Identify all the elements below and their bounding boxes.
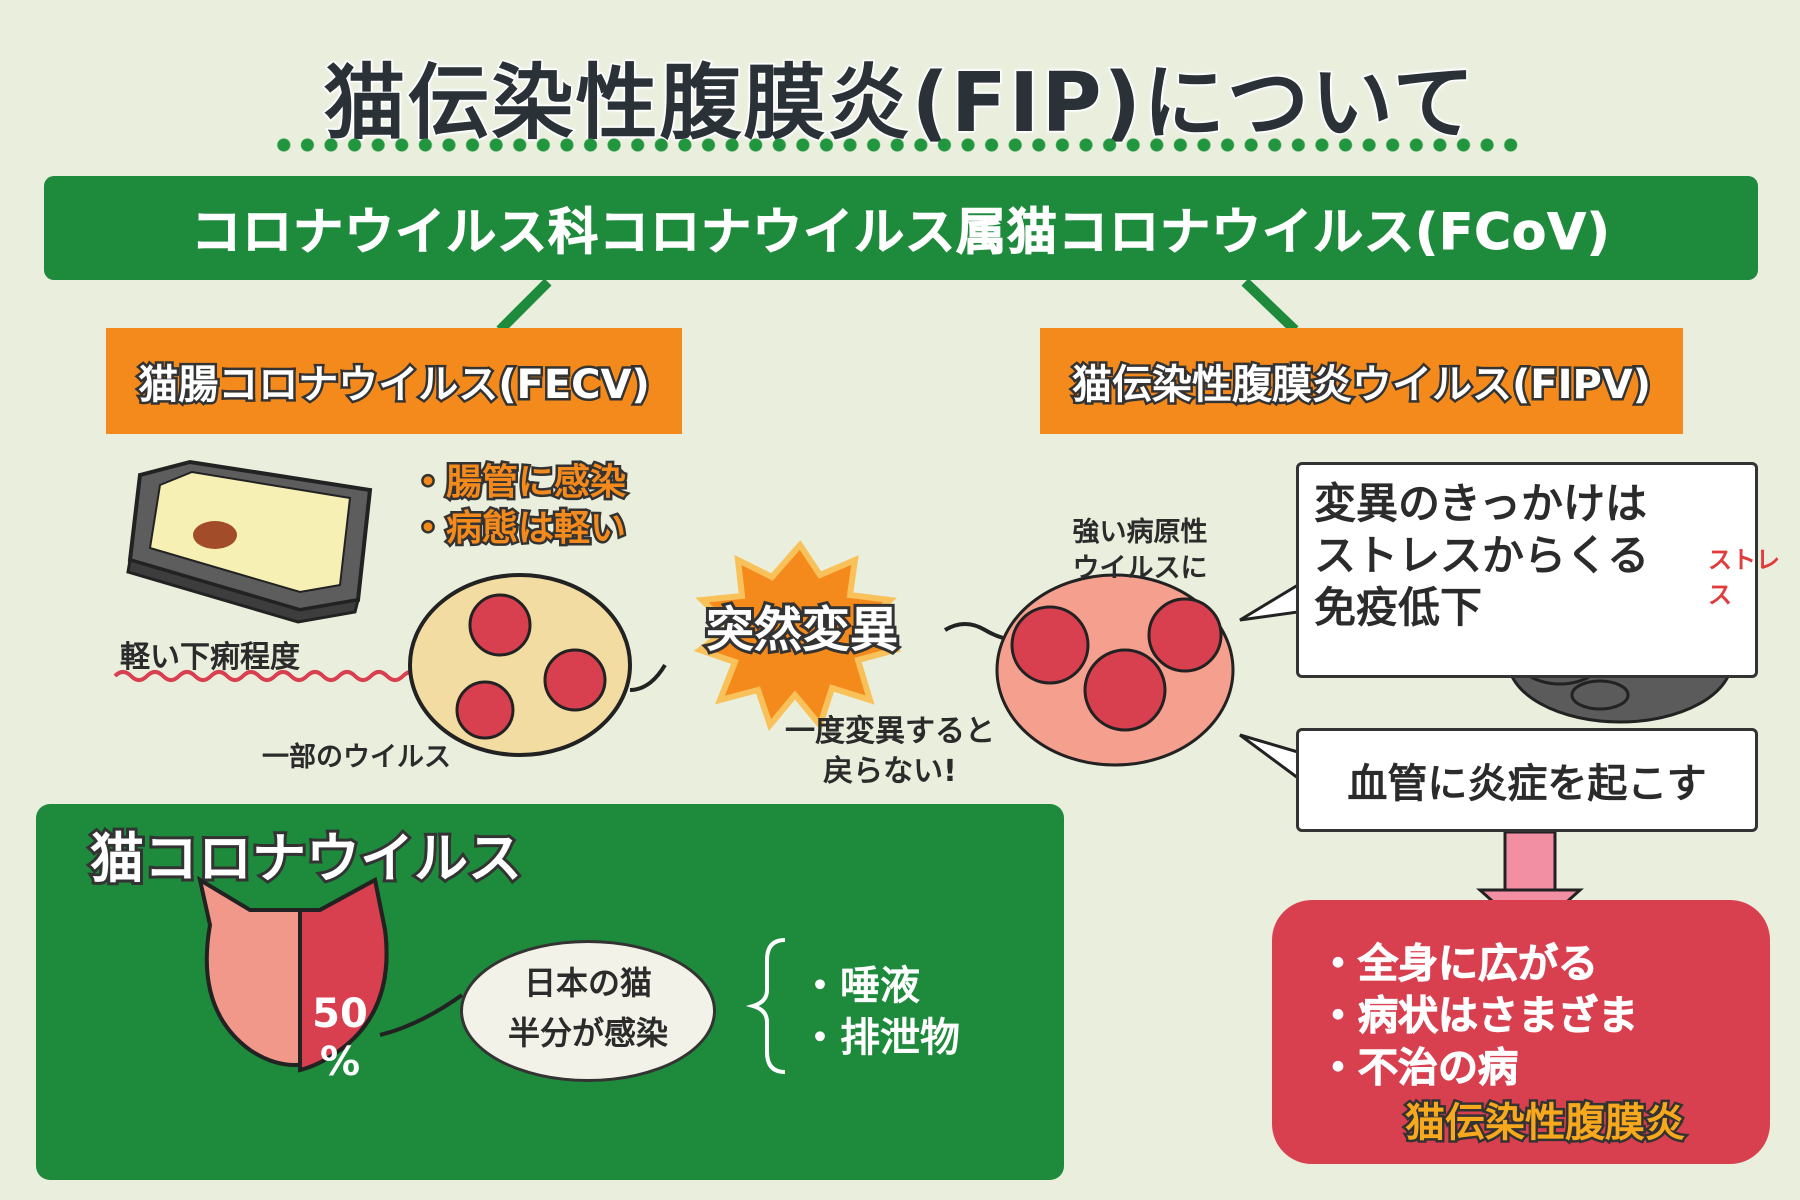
- fip-effect-item: ・全身に広がる: [1318, 941, 1599, 988]
- virus-group-icon: [408, 573, 632, 757]
- wavy-underline: [113, 670, 453, 682]
- fip-effect-item: ・病状はさまざま: [1318, 993, 1639, 1040]
- fecv-notes: ・腸管に感染 ・病態は軽い: [407, 460, 628, 552]
- cat-corona-title: 猫コロナウイルス: [87, 824, 525, 893]
- trigger-text: 変異のきっかけは ストレスからくる 免疫低下: [1314, 478, 1649, 634]
- curly-brace-icon: [745, 938, 786, 1074]
- strong-pathogen-label: 強い病原性 ウイルスに: [1020, 515, 1260, 587]
- cat-head-icon: [197, 875, 389, 1073]
- irreversible-line: 一度変異すると: [785, 714, 995, 749]
- strong-line: ウイルスに: [1072, 553, 1208, 584]
- percent-sign: %: [319, 1039, 361, 1085]
- japan-line: 日本の猫: [523, 964, 652, 1002]
- fecv-note-item: ・病態は軽い: [407, 506, 628, 552]
- fip-effects-list: ・全身に広がる ・病状はさまざま ・不治の病: [1318, 938, 1639, 1094]
- irreversible-label: 一度変異すると 戻らない!: [760, 712, 1020, 792]
- connector-cat-to-japan: [379, 993, 464, 1037]
- mutation-label: 突然変異: [703, 599, 901, 661]
- litter-box-icon: [126, 459, 373, 624]
- irreversible-line: 戻らない!: [823, 754, 957, 789]
- fip-effects-box: [1272, 900, 1770, 1164]
- japan-cats-text: 日本の猫 半分が感染: [460, 958, 716, 1058]
- fipv-virus-icon: [995, 573, 1235, 767]
- trigger-line: ストレスからくる: [1314, 531, 1650, 580]
- trigger-line: 変異のきっかけは: [1314, 479, 1648, 528]
- strong-line: 強い病原性: [1072, 517, 1208, 548]
- vessel-text: 血管に炎症を起こす: [1347, 761, 1707, 807]
- partial-virus-label: 一部のウイルス: [262, 742, 451, 773]
- trigger-callout: [1296, 462, 1758, 678]
- percent-label: 50 %: [300, 990, 380, 1086]
- japan-line: 半分が感染: [507, 1014, 668, 1052]
- vessel-callout: [1296, 728, 1758, 832]
- fipv-box: 猫伝染性腹膜炎ウイルス(FIPV): [1040, 328, 1683, 434]
- route-item: ・排泄物: [800, 1015, 960, 1061]
- japan-cats-bubble: [460, 940, 716, 1082]
- infection-routes: ・唾液 ・排泄物: [800, 960, 960, 1064]
- mutation-burst: [693, 540, 902, 732]
- fcov-banner: [44, 176, 1758, 280]
- trigger-line: 免疫低下: [1314, 583, 1483, 632]
- stress-label: ストレス: [1708, 546, 1780, 609]
- connector-mutation-left: [629, 663, 667, 692]
- route-item: ・唾液: [800, 963, 920, 1009]
- dotted-divider: [272, 138, 1522, 152]
- fip-disease-name: 猫伝染性腹膜炎: [1403, 1098, 1688, 1149]
- mild-symptom-label: 軽い下痢程度: [120, 640, 300, 675]
- fecv-note-item: ・腸管に感染: [407, 460, 628, 506]
- page-title: 猫伝染性腹膜炎(FIP)について: [322, 55, 1477, 153]
- connector-fecv: [496, 278, 552, 334]
- percent-number: 50: [312, 991, 368, 1037]
- fecv-box: 猫腸コロナウイルス(FECV): [106, 328, 682, 434]
- fip-effect-item: ・不治の病: [1318, 1045, 1519, 1092]
- fcov-label: コロナウイルス科コロナウイルス属猫コロナウイルス(FCoV): [191, 203, 1611, 262]
- connector-fipv: [1241, 278, 1299, 334]
